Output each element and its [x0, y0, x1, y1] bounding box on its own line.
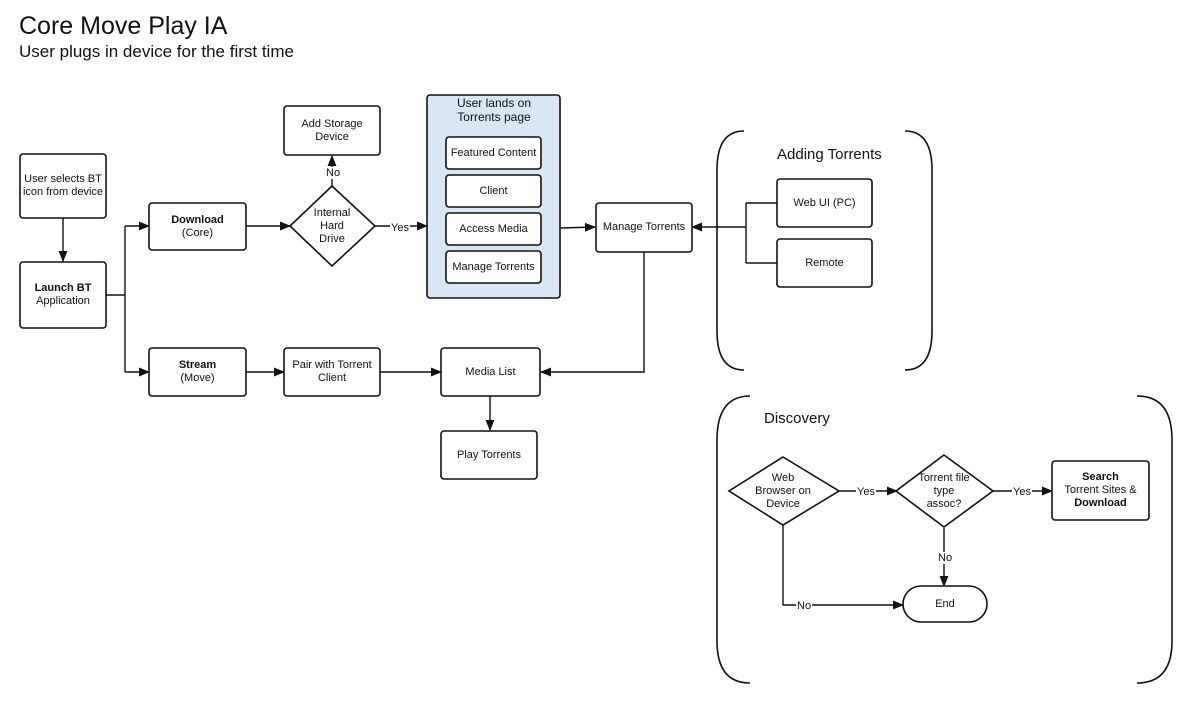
manage-torrents-label: Manage Torrents	[602, 221, 686, 233]
web-browser-diamond	[727, 456, 841, 526]
download-core-box	[148, 202, 247, 251]
edge-label-no-filetype: No	[937, 552, 954, 564]
connectors	[58, 154, 1054, 610]
download-core-label-bold: Download	[171, 213, 224, 226]
adding-torrents-bracket	[716, 130, 933, 371]
download-core-label-rest: (Core)	[181, 226, 214, 239]
access-media-box	[445, 212, 542, 246]
user-selects-box	[19, 153, 107, 219]
manage-torrents-box	[595, 202, 693, 253]
stream-move-box	[148, 347, 247, 397]
search-download-label-bold-1: Search	[1082, 471, 1119, 483]
access-media-label[interactable]: Access Media	[459, 222, 528, 235]
search-download-label-rest: Torrent Sites &	[1064, 484, 1137, 496]
web-ui-box	[776, 178, 873, 228]
edge-manage-to-media	[539, 252, 645, 377]
internal-drive-label: Internal Hard Drive	[313, 206, 351, 245]
web-browser-label: Web Browser on Device	[755, 471, 811, 510]
edge-label-yes-browser: Yes	[856, 486, 876, 498]
search-download-label: Search Torrent Sites & Download	[1054, 463, 1147, 518]
manage-torrents-inner-box	[445, 250, 542, 284]
internal-drive-diamond	[288, 184, 377, 268]
edge-label-no-storage: No	[325, 167, 342, 179]
file-type-diamond	[894, 454, 995, 528]
end-label: End	[935, 597, 955, 610]
search-download-label-bold-2: Download	[1074, 497, 1127, 509]
stream-move-label-rest: (Move)	[180, 372, 215, 384]
client-label[interactable]: Client	[479, 184, 508, 197]
add-storage-box	[283, 105, 381, 156]
play-torrents-box	[440, 430, 538, 480]
featured-content-box	[445, 136, 542, 170]
adding-torrents-title: Adding Torrents	[777, 146, 882, 163]
stream-move-label: Stream (Move)	[151, 350, 244, 394]
remote-box	[776, 238, 873, 288]
featured-content-label[interactable]: Featured Content	[450, 146, 537, 159]
download-core-label: Download (Core)	[151, 205, 244, 248]
launch-bt-label-rest: Application	[36, 295, 90, 307]
edge-label-yes-filetype: Yes	[1012, 486, 1032, 498]
page-subtitle: User plugs in device for the first time	[19, 42, 294, 61]
edge-label-yes-drive: Yes	[390, 222, 410, 234]
discovery-title: Discovery	[764, 410, 830, 427]
edge-browser-to-end	[782, 522, 905, 610]
search-download-box	[1051, 460, 1150, 521]
manage-torrents-inner-label[interactable]: Manage Torrents	[452, 260, 535, 273]
boxes	[19, 94, 1150, 623]
page-title: Core Move Play IA	[19, 12, 228, 40]
stream-move-label-bold: Stream	[178, 359, 217, 371]
media-list-label: Media List	[465, 365, 516, 378]
file-type-label: Torrent file type assoc?	[918, 471, 970, 510]
edge-label-no-browser: No	[796, 600, 813, 612]
discovery-bracket	[716, 395, 1173, 684]
client-box	[445, 174, 542, 208]
end-terminal	[902, 585, 988, 623]
web-ui-label: Web UI (PC)	[793, 196, 856, 209]
pair-client-box	[283, 347, 381, 397]
remote-label: Remote	[805, 256, 844, 269]
media-list-box	[440, 347, 541, 397]
edge-torrents-to-manage	[560, 222, 597, 232]
pair-client-label: Pair with Torrent Client	[292, 359, 372, 384]
torrents-page-title: User lands on Torrents page	[456, 96, 532, 124]
launch-bt-box	[19, 261, 107, 329]
add-storage-label: Add Storage Device	[301, 117, 363, 143]
launch-bt-label: Launch BT Application	[22, 264, 104, 326]
play-torrents-label: Play Torrents	[457, 448, 521, 461]
user-selects-label: User selects BT icon from device	[22, 173, 104, 198]
launch-bt-label-bold: Launch BT	[34, 282, 92, 294]
